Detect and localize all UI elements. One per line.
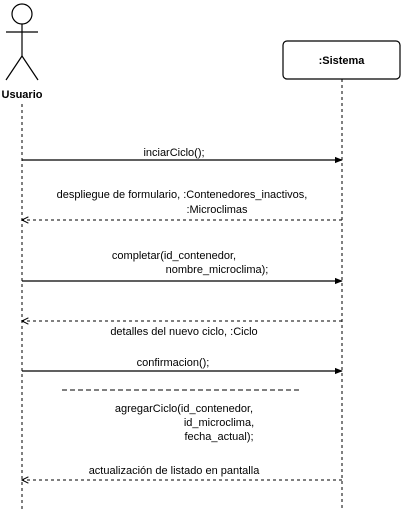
message-label-line-2: nombre_microclima);	[166, 264, 269, 276]
message-detalles-ciclo: detalles del nuevo ciclo, :Ciclo	[22, 321, 342, 338]
note-line-2: id_microclima,	[184, 417, 254, 429]
message-label-line-2: :Microclimas	[186, 204, 248, 216]
message-actualizacion-listado: actualización de listado en pantalla	[22, 465, 342, 480]
message-completar: completar(id_contenedor, nombre_microcli…	[22, 250, 343, 285]
note-line-1: agregarCiclo(id_contenedor,	[115, 403, 253, 415]
system-participant: :Sistema	[282, 40, 401, 80]
actor-right-leg	[21, 55, 39, 81]
message-label: confirmacion();	[137, 357, 210, 369]
message-inciar-ciclo: inciarCiclo();	[22, 147, 343, 164]
actor-usuario: Usuario	[2, 3, 43, 101]
message-label-line-1: completar(id_contenedor,	[112, 250, 236, 262]
message-label: actualización de listado en pantalla	[89, 465, 261, 477]
actor-left-leg	[5, 55, 23, 81]
message-confirmacion: confirmacion();	[22, 357, 343, 375]
note-agregar-ciclo: agregarCiclo(id_contenedor, id_microclim…	[115, 403, 254, 443]
message-label: inciarCiclo();	[143, 147, 204, 159]
message-despliegue-formulario: despliegue de formulario, :Contenedores_…	[22, 189, 342, 220]
note-line-3: fecha_actual);	[184, 431, 253, 443]
actor-head	[11, 3, 33, 25]
actor-label: Usuario	[2, 89, 43, 101]
message-label-line-1: despliegue de formulario, :Contenedores_…	[57, 189, 308, 201]
system-label: :Sistema	[319, 55, 366, 67]
message-label: detalles del nuevo ciclo, :Ciclo	[110, 326, 257, 338]
